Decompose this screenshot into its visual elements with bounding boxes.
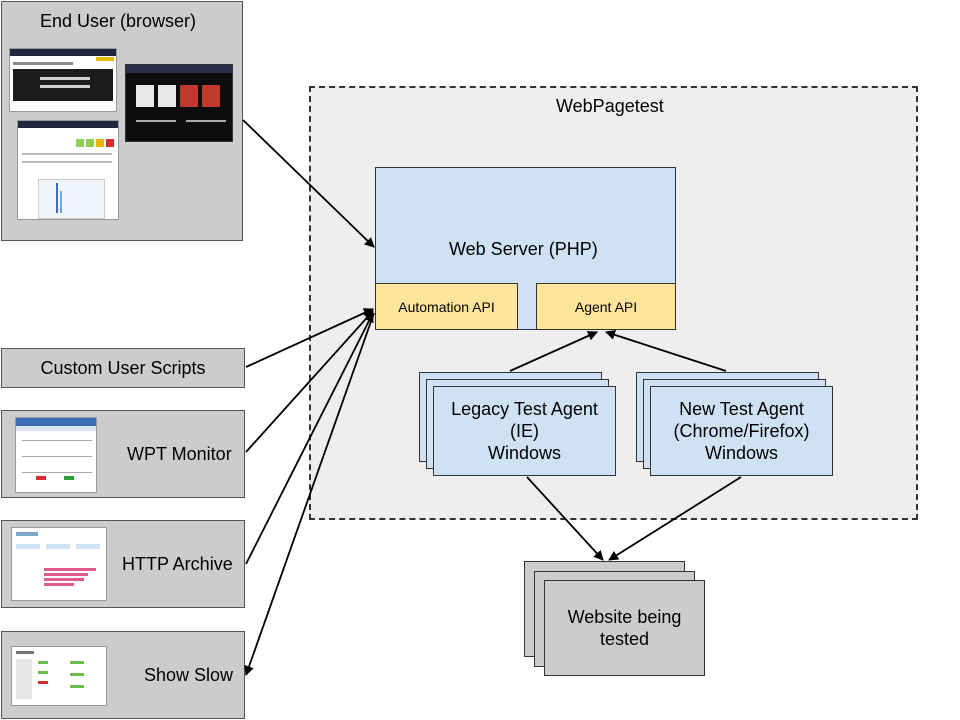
new-agent-os: Windows: [704, 443, 779, 463]
legacy-agent-box: Legacy Test Agent (IE) Windows: [433, 386, 616, 476]
http-archive-label: HTTP Archive: [122, 554, 233, 574]
new-agent-box: New Test Agent (Chrome/Firefox) Windows: [650, 386, 833, 476]
show-slow-screenshot: [11, 646, 107, 706]
agent-api-label: Agent API: [574, 298, 638, 315]
webpagetest-title: WebPagetest: [556, 96, 664, 116]
browser-screenshot-results: [17, 120, 119, 220]
agent-api-box: Agent API: [536, 283, 676, 330]
website-label-line2: tested: [599, 629, 650, 649]
web-server-title: Web Server (PHP): [449, 239, 598, 259]
wpt-monitor-screenshot: [15, 417, 97, 493]
http-archive-screenshot: [11, 527, 107, 601]
custom-user-scripts-box: Custom User Scripts: [1, 348, 245, 388]
browser-screenshot-filmstrip: [125, 64, 233, 142]
custom-user-scripts-label: Custom User Scripts: [40, 357, 206, 378]
automation-api-box: Automation API: [375, 283, 518, 330]
website-box: Website being tested: [544, 580, 705, 676]
legacy-agent-os: Windows: [487, 443, 562, 463]
new-agent-name: New Test Agent: [679, 399, 804, 419]
end-user-title: End User (browser): [40, 11, 197, 31]
legacy-agent-browser: (IE): [510, 421, 539, 441]
show-slow-label: Show Slow: [144, 665, 234, 685]
legacy-agent-name: Legacy Test Agent: [451, 399, 598, 419]
wpt-monitor-label: WPT Monitor: [127, 444, 232, 464]
website-label-line1: Website being: [567, 607, 682, 627]
automation-api-label: Automation API: [398, 298, 495, 315]
browser-screenshot-test-form: [9, 48, 117, 112]
new-agent-browser: (Chrome/Firefox): [673, 421, 810, 441]
